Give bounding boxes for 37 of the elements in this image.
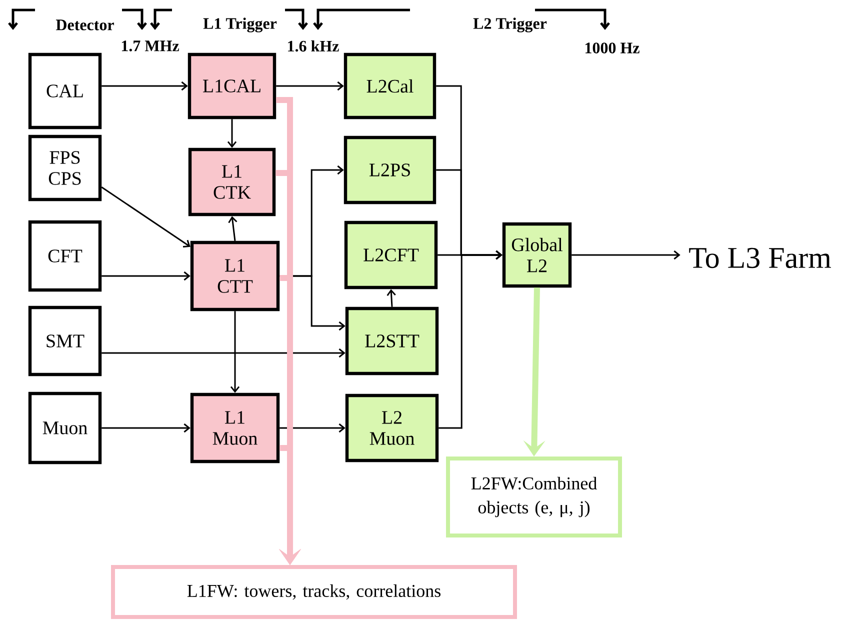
trigger-box: L2 Muon <box>345 394 439 462</box>
stage-label: Detector <box>56 20 114 30</box>
output-label: To L3 Farm <box>689 248 831 268</box>
arrow <box>572 250 680 260</box>
detector-box: SMT <box>28 306 102 376</box>
arrow <box>102 271 190 281</box>
detector-box: FPS CPS <box>28 134 102 202</box>
stage-label: L1 Trigger <box>203 18 277 32</box>
arrow <box>102 423 190 433</box>
framework-box: L2FW:Combined objects (e, μ, j) <box>446 456 622 538</box>
arrow <box>280 423 346 433</box>
trigger-box: L1 CTT <box>190 240 280 312</box>
trigger-box: L2Cal <box>344 52 436 120</box>
trigger-box: L1 Muon <box>190 392 280 464</box>
rate-label: 1.6 kHz <box>288 40 339 52</box>
detector-box: Muon <box>28 392 102 464</box>
trigger-box: Global L2 <box>502 222 572 288</box>
stage-label: L2 Trigger <box>473 18 547 32</box>
rate-label: 1.7 MHz <box>122 40 179 52</box>
trigger-box: L1CAL <box>188 52 276 120</box>
framework-box: L1FW: towers, tracks, correlations <box>111 565 517 619</box>
trigger-box: L2STT <box>345 306 439 376</box>
arrow <box>101 186 190 248</box>
arrow <box>276 81 344 91</box>
arrow <box>102 81 188 91</box>
trigger-box: L2CFT <box>344 220 438 290</box>
rate-label: 1000 Hz <box>586 42 640 54</box>
arrow <box>438 250 502 429</box>
detector-box: CAL <box>28 52 102 130</box>
trigger-box: L2PS <box>344 136 436 204</box>
arrow <box>228 216 238 241</box>
arrow <box>227 119 237 148</box>
trigger-box: L1 CTK <box>188 148 276 216</box>
detector-box: CFT <box>28 220 102 292</box>
arrow <box>102 348 346 358</box>
arrow <box>386 289 396 307</box>
arrow <box>230 311 240 393</box>
